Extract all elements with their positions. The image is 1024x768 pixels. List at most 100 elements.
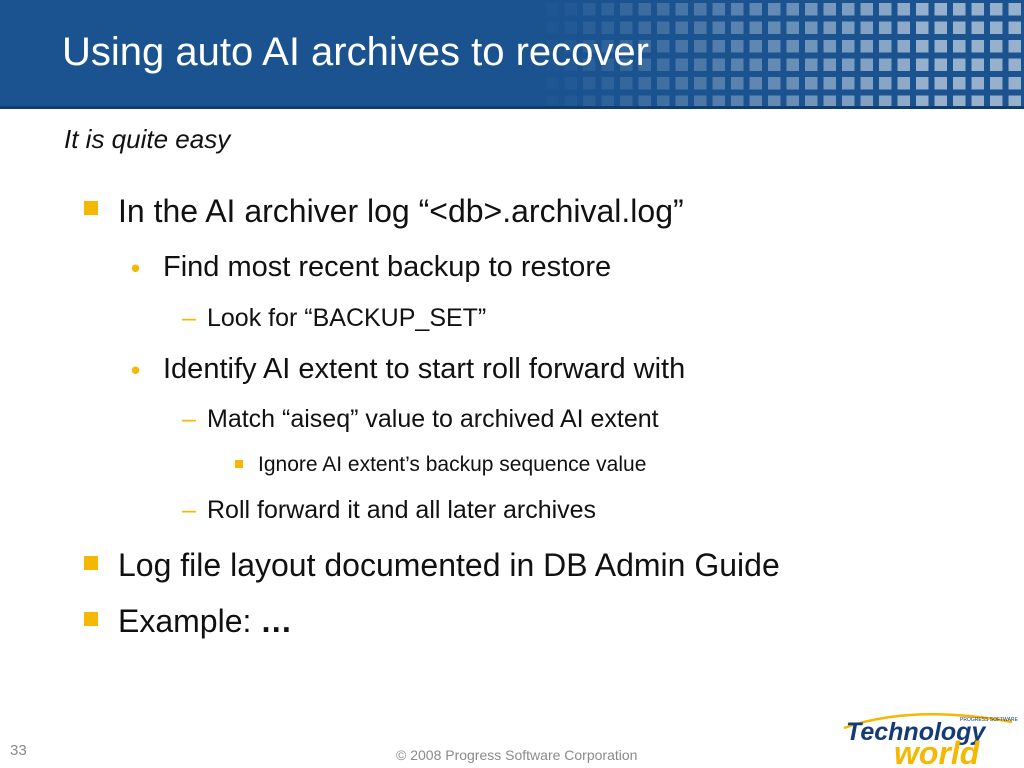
decorative-square <box>601 58 614 71</box>
dot-bullet-icon: • <box>131 253 141 283</box>
decorative-square <box>620 95 633 106</box>
decorative-square <box>731 3 744 16</box>
decorative-square <box>953 21 966 34</box>
slide-subtitle: It is quite easy <box>64 124 231 154</box>
decorative-square <box>564 21 577 34</box>
decorative-square <box>675 58 688 71</box>
decorative-square <box>916 58 929 71</box>
decorative-square <box>601 3 614 16</box>
decorative-square <box>583 77 596 90</box>
decorative-square <box>842 58 855 71</box>
decorative-square <box>971 58 984 71</box>
decorative-square <box>546 3 559 16</box>
decorative-square <box>638 95 651 106</box>
decorative-square <box>768 21 781 34</box>
decorative-square <box>731 77 744 90</box>
logo-word-top: Technology <box>846 718 986 746</box>
decorative-square <box>675 40 688 53</box>
dash-bullet-icon: – <box>182 496 196 524</box>
decorative-square <box>749 95 762 106</box>
decorative-square <box>805 40 818 53</box>
decorative-square <box>638 21 651 34</box>
decorative-square <box>583 58 596 71</box>
decorative-square <box>786 3 799 16</box>
dot-bullet-icon: • <box>131 355 141 385</box>
decorative-square <box>934 58 947 71</box>
decorative-square <box>953 3 966 16</box>
decorative-square <box>657 21 670 34</box>
decorative-square <box>860 3 873 16</box>
decorative-square-grid <box>546 3 1021 106</box>
decorative-square <box>601 21 614 34</box>
decorative-square <box>675 3 688 16</box>
bullet-item-text: Example: <box>118 603 261 639</box>
decorative-square <box>638 58 651 71</box>
square-bullet-icon <box>84 201 98 215</box>
decorative-square <box>953 95 966 106</box>
decorative-square <box>842 40 855 53</box>
decorative-square <box>953 77 966 90</box>
bullet-item: Match “aiseq” value to archived AI exten… <box>207 405 659 433</box>
decorative-square <box>879 40 892 53</box>
decorative-square <box>768 40 781 53</box>
decorative-square <box>805 77 818 90</box>
decorative-square <box>971 21 984 34</box>
decorative-square <box>620 21 633 34</box>
decorative-square <box>916 3 929 16</box>
decorative-square <box>620 3 633 16</box>
decorative-square <box>971 3 984 16</box>
decorative-square <box>1008 95 1021 106</box>
decorative-square <box>879 21 892 34</box>
title-banner-rule <box>0 106 1024 109</box>
decorative-square <box>990 3 1003 16</box>
decorative-square <box>694 95 707 106</box>
decorative-square <box>934 40 947 53</box>
decorative-square <box>731 58 744 71</box>
decorative-square <box>675 95 688 106</box>
decorative-square <box>916 21 929 34</box>
decorative-square <box>768 58 781 71</box>
decorative-square <box>601 77 614 90</box>
decorative-square <box>601 95 614 106</box>
decorative-square <box>657 95 670 106</box>
decorative-square <box>731 95 744 106</box>
decorative-square <box>786 77 799 90</box>
decorative-square <box>805 58 818 71</box>
decorative-square <box>990 21 1003 34</box>
bullet-item: Ignore AI extent’s backup sequence value <box>258 453 647 476</box>
decorative-square <box>971 40 984 53</box>
decorative-square <box>823 40 836 53</box>
decorative-square <box>990 77 1003 90</box>
decorative-square <box>990 40 1003 53</box>
decorative-square <box>675 77 688 90</box>
decorative-square <box>879 3 892 16</box>
decorative-square <box>694 58 707 71</box>
decorative-square <box>694 21 707 34</box>
slide-title: Using auto AI archives to recover <box>62 30 649 74</box>
decorative-square <box>694 77 707 90</box>
bullet-item-emphasis: … <box>260 603 293 639</box>
decorative-square <box>712 3 725 16</box>
decorative-square <box>564 58 577 71</box>
decorative-square <box>823 77 836 90</box>
decorative-square <box>731 40 744 53</box>
decorative-square <box>749 3 762 16</box>
logo-swoosh <box>843 713 1013 730</box>
decorative-square <box>620 40 633 53</box>
decorative-square <box>712 95 725 106</box>
decorative-square <box>657 77 670 90</box>
decorative-square <box>1008 21 1021 34</box>
decorative-square <box>694 40 707 53</box>
decorative-square <box>934 3 947 16</box>
decorative-square <box>934 77 947 90</box>
bullet-item: Find most recent backup to restore <box>163 251 612 283</box>
decorative-square <box>712 58 725 71</box>
decorative-square <box>786 21 799 34</box>
decorative-square <box>971 77 984 90</box>
copyright-notice: © 2008 Progress Software Corporation <box>396 747 638 763</box>
decorative-square <box>934 95 947 106</box>
decorative-square <box>1008 77 1021 90</box>
decorative-square <box>842 95 855 106</box>
